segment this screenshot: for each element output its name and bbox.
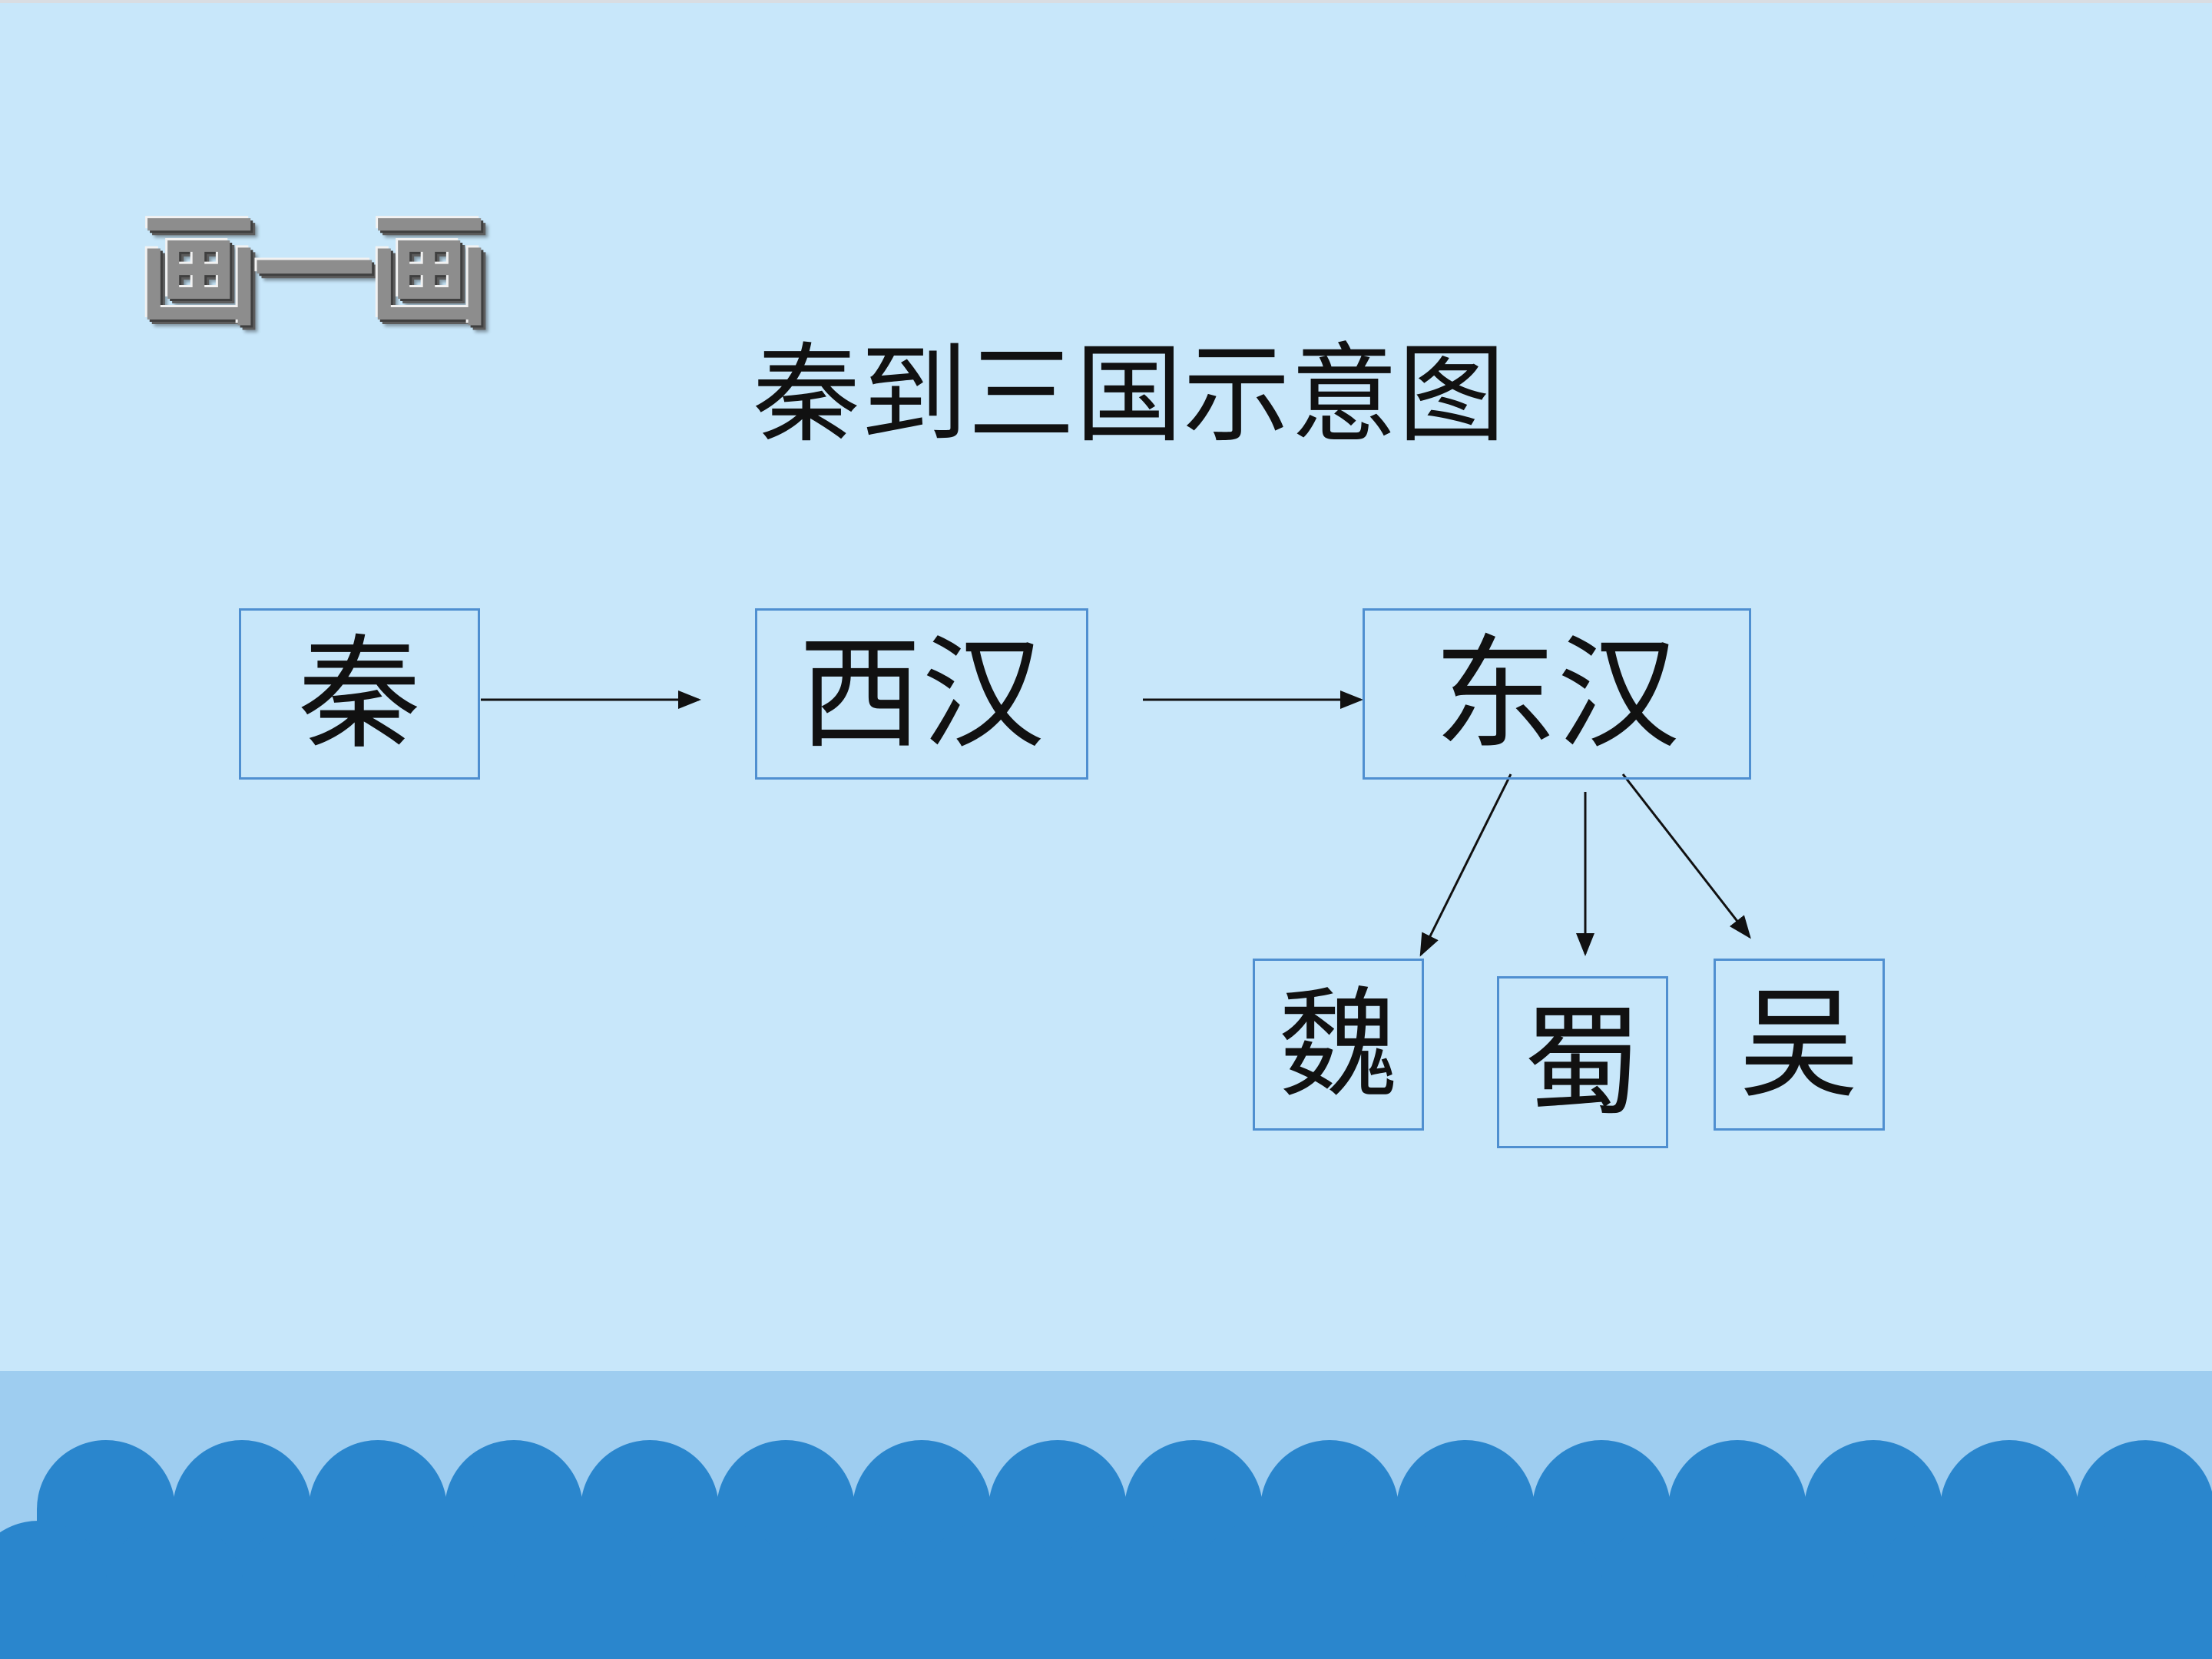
wave-dome [1057,1521,1195,1659]
wave-dome [1737,1521,1875,1659]
diagram-title: 秦到三国示意图 [753,333,1506,458]
node-shu: 蜀 [1497,976,1668,1148]
node-qin-label: 秦 [297,621,421,766]
node-western-han-label: 西汉 [798,621,1045,766]
node-eastern-han: 东汉 [1363,608,1751,780]
wave-dome [1601,1521,1739,1659]
section-badge: 画一画 [138,201,490,343]
wave-dome [377,1521,515,1659]
wave-dome [1329,1521,1467,1659]
node-shu-label: 蜀 [1522,992,1643,1132]
wave-dome [0,1521,108,1659]
node-wu: 吴 [1714,959,1885,1131]
wave-dome [1193,1521,1331,1659]
node-qin: 秦 [239,608,480,780]
wave-dome [1873,1521,2011,1659]
arrow-eastern-han-to-wu [1621,773,1751,939]
wave-dome [513,1521,651,1659]
wave-dome [785,1521,923,1659]
wave-dome [241,1521,379,1659]
diagram-connectors [481,690,1751,957]
node-wei: 魏 [1253,959,1424,1131]
node-western-han: 西汉 [755,608,1088,780]
wave-dome [2008,1521,2147,1659]
footer-wave-pattern [0,1440,2212,1659]
wave-dome [2144,1521,2212,1659]
node-wei-label: 魏 [1278,975,1399,1114]
wave-dome [649,1521,787,1659]
arrow-eastern-han-to-wei [1419,773,1512,957]
node-eastern-han-label: 东汉 [1433,621,1680,766]
node-wu-label: 吴 [1739,975,1859,1114]
wave-dome [1465,1521,1603,1659]
top-divider [0,0,2212,3]
wave-dome [105,1521,243,1659]
wave-dome [921,1521,1059,1659]
